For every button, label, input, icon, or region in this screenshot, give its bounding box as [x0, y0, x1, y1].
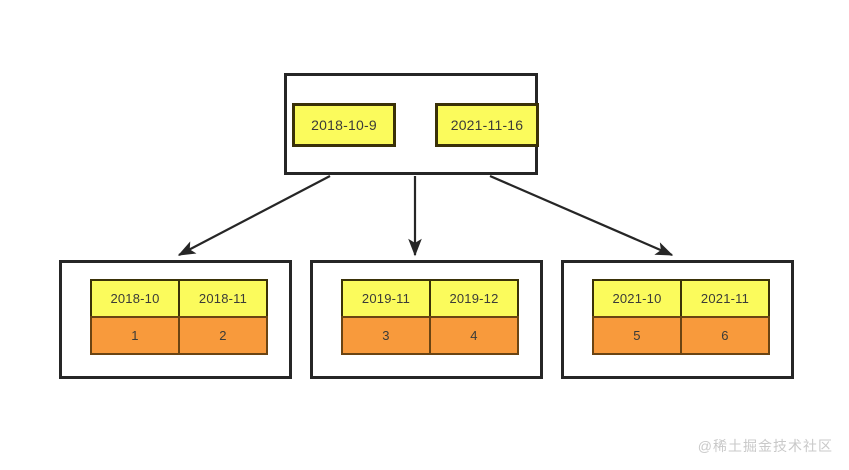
- child-node-2-key-row: 2019-11 2019-12: [341, 279, 521, 318]
- child-node-1-value-row: 1 2: [90, 316, 270, 355]
- root-cell-0: 2018-10-9: [292, 103, 396, 147]
- child-node-1-key-cell-1: 2018-11: [178, 279, 268, 318]
- child-node-3-key-cell-1: 2021-11: [680, 279, 770, 318]
- child-node-1: 2018-10 2018-11 1 2: [59, 260, 292, 379]
- root-node: 2018-10-9 2021-11-16: [284, 73, 539, 175]
- child-node-3-value-cell-0: 5: [592, 316, 682, 355]
- child-node-1-key-cell-0: 2018-10: [90, 279, 180, 318]
- child-node-3-value-row: 5 6: [592, 316, 772, 355]
- child-node-3-key-cell-0: 2021-10: [592, 279, 682, 318]
- child-node-3: 2021-10 2021-11 5 6: [561, 260, 794, 379]
- child-node-2-key-cell-1: 2019-12: [429, 279, 519, 318]
- child-node-2-value-cell-0: 3: [341, 316, 431, 355]
- child-node-2-value-cell-1: 4: [429, 316, 519, 355]
- child-node-2: 2019-11 2019-12 3 4: [310, 260, 543, 379]
- child-node-2-value-row: 3 4: [341, 316, 521, 355]
- child-node-1-value-cell-0: 1: [90, 316, 180, 355]
- child-node-2-table: 2019-11 2019-12 3 4: [341, 279, 521, 355]
- edge-root-to-child-3: [489, 174, 674, 257]
- child-node-3-value-cell-1: 6: [680, 316, 770, 355]
- edge-root-to-child-1: [177, 175, 331, 256]
- watermark: @稀土掘金技术社区: [697, 438, 833, 454]
- child-node-3-key-row: 2021-10 2021-11: [592, 279, 772, 318]
- child-node-3-table: 2021-10 2021-11 5 6: [592, 279, 772, 355]
- child-node-1-key-row: 2018-10 2018-11: [90, 279, 270, 318]
- root-cell-1: 2021-11-16: [435, 103, 539, 147]
- child-node-1-value-cell-1: 2: [178, 316, 268, 355]
- child-node-2-key-cell-0: 2019-11: [341, 279, 431, 318]
- child-node-1-table: 2018-10 2018-11 1 2: [90, 279, 270, 355]
